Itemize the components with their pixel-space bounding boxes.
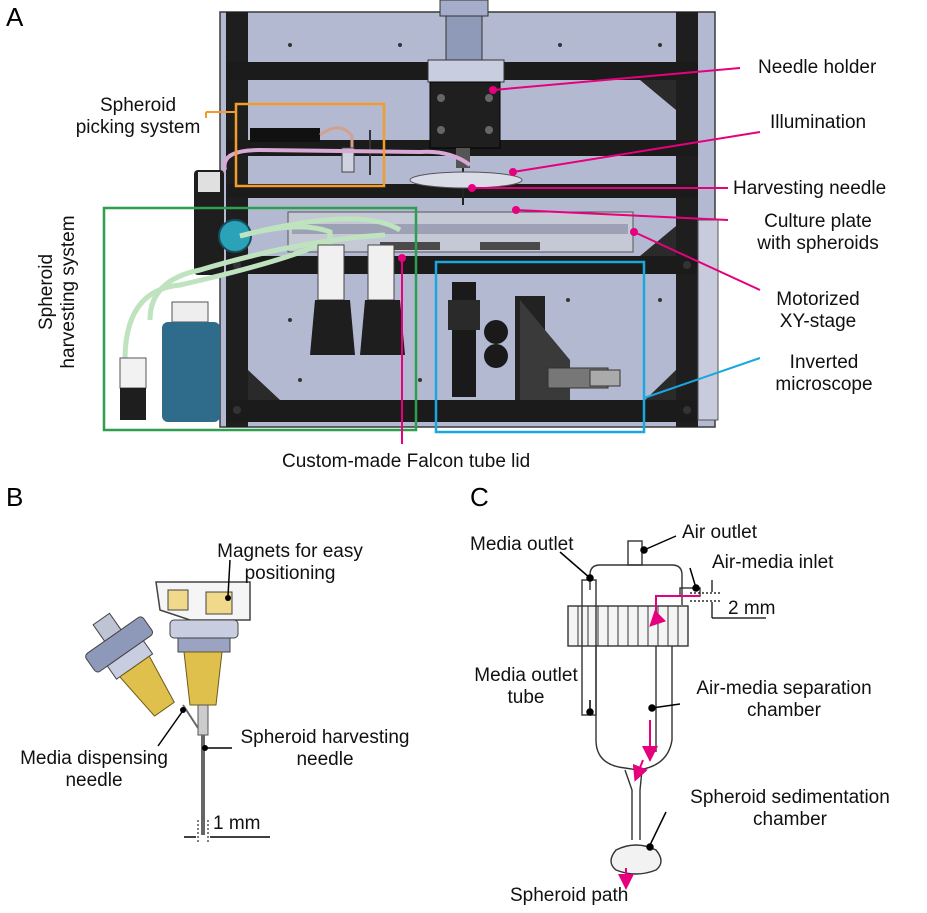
label-sedimentation-chamber: Spheroid sedimentation chamber <box>690 787 890 831</box>
label-magnets: Magnets for easy positioning <box>217 541 363 585</box>
microscope-box <box>434 260 646 434</box>
label-air-outlet: Air outlet <box>682 522 757 543</box>
label-picking-system: Spheroid picking system <box>76 95 201 139</box>
label-culture-plate: Culture plate with spheroids <box>757 211 878 255</box>
microscope-shape <box>448 282 621 400</box>
label-inverted-microscope-line2: microscope <box>775 374 873 395</box>
label-spheroid-harvesting-line1: Spheroid harvesting <box>240 727 410 748</box>
label-spheroid-harvesting-line2: needle <box>296 749 354 770</box>
label-harvesting-needle: Harvesting needle <box>733 178 887 199</box>
label-separation-chamber: Air-media separation chamber <box>696 678 871 722</box>
label-culture-plate-line1: Culture plate <box>764 211 872 232</box>
label-media-outlet-tube: Media outlet tube <box>474 665 578 709</box>
label-motorized-stage-line1: Motorized <box>776 289 860 310</box>
label-culture-plate-line2: with spheroids <box>757 233 879 254</box>
label-picking-system-line1: Spheroid <box>99 95 177 116</box>
label-separation-chamber-line2: chamber <box>747 700 821 721</box>
label-motorized-stage: Motorized XY-stage <box>776 289 859 333</box>
label-needle-holder: Needle holder <box>758 57 877 78</box>
label-harvesting-system-line1: Spheroid <box>36 253 57 331</box>
needle-assembly <box>85 559 270 842</box>
label-sedimentation-chamber-line1: Spheroid sedimentation <box>690 787 890 808</box>
label-spheroid-path: Spheroid path <box>510 885 629 906</box>
label-illumination: Illumination <box>770 112 867 133</box>
picking-system-box <box>234 102 386 188</box>
label-sedimentation-chamber-line2: chamber <box>753 809 827 830</box>
label-inverted-microscope: Inverted microscope <box>775 352 872 396</box>
label-inverted-microscope-line1: Inverted <box>789 352 859 373</box>
falcon-tubes <box>310 244 405 355</box>
label-magnets-line2: positioning <box>244 563 336 584</box>
label-media-outlet-tube-line1: Media outlet <box>474 665 578 686</box>
label-magnets-line1: Magnets for easy <box>217 541 363 562</box>
separation-chamber <box>567 540 701 875</box>
panel-label-b: B <box>6 482 24 512</box>
panel-label-c: C <box>470 482 489 512</box>
label-media-outlet-tube-line2: tube <box>507 687 545 708</box>
label-motorized-stage-line2: XY-stage <box>779 311 857 332</box>
label-scale-2mm: 2 mm <box>728 598 776 619</box>
label-custom-lid: Custom-made Falcon tube lid <box>282 451 531 472</box>
culture-plate-shape <box>287 211 634 253</box>
panel-label-a: A <box>6 2 24 32</box>
label-media-dispensing-line1: Media dispensing <box>20 748 168 769</box>
label-picking-system-line2: picking system <box>75 117 201 138</box>
label-scale-1mm: 1 mm <box>213 813 261 834</box>
label-media-dispensing-line2: needle <box>65 770 123 791</box>
label-harvesting-system: Spheroid harvesting system <box>36 182 80 402</box>
needle-holder-assembly <box>427 0 505 205</box>
label-media-outlet: Media outlet <box>470 534 574 555</box>
harvesting-system-box <box>102 206 418 432</box>
label-harvesting-system-line2: harvesting system <box>58 215 79 369</box>
label-air-media-inlet: Air-media inlet <box>712 552 834 573</box>
label-separation-chamber-line1: Air-media separation <box>696 678 872 699</box>
label-spheroid-harvesting-needle: Spheroid harvesting needle <box>241 727 410 771</box>
label-media-dispensing-needle: Media dispensing needle <box>20 748 168 792</box>
